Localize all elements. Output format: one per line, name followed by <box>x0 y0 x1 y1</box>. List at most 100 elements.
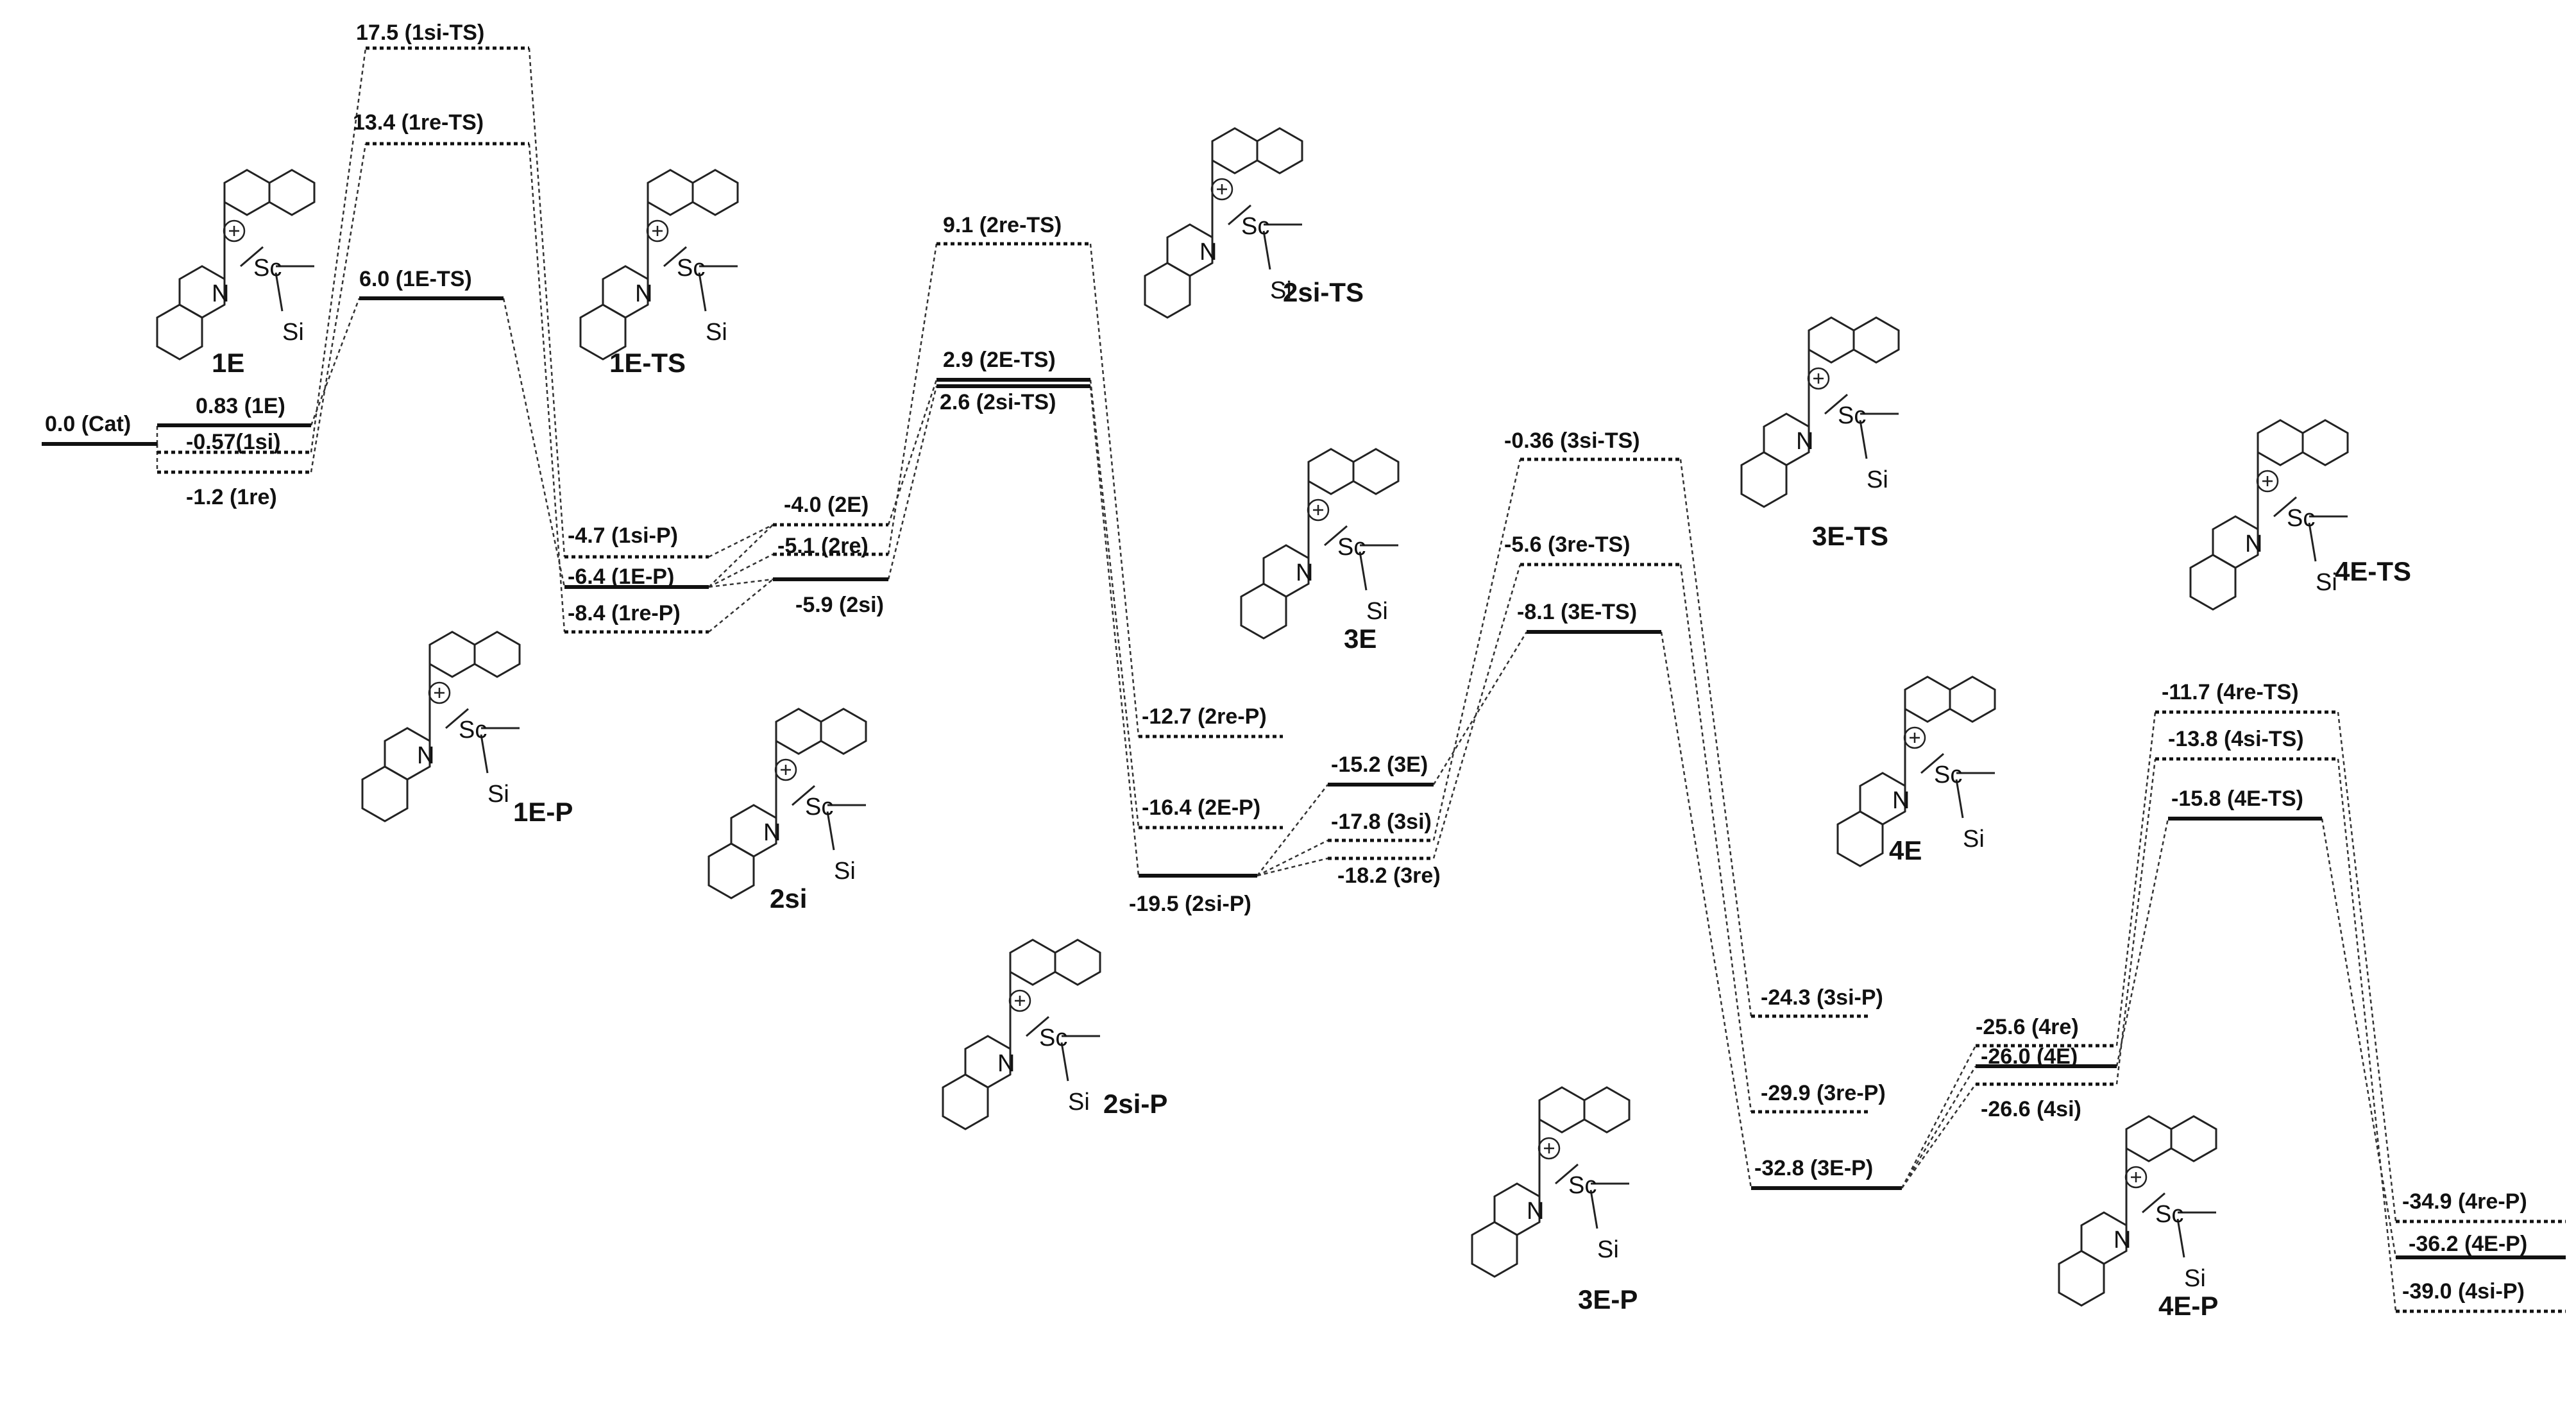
energy-level-label: 9.1 (2re-TS) <box>943 213 1062 237</box>
energy-level-label: 0.83 (1E) <box>196 394 285 418</box>
structure-label: 3E-TS <box>1812 521 1888 551</box>
nitrogen-atom: N <box>1296 559 1313 586</box>
nitrogen-atom: N <box>2114 1227 2131 1254</box>
scandium-atom: Sc <box>2287 505 2315 532</box>
silicon-atom: Si <box>2184 1265 2206 1292</box>
scandium-atom: Sc <box>1337 534 1366 561</box>
structure-label: 1E-TS <box>609 348 686 378</box>
silicon-atom: Si <box>282 319 304 346</box>
connector-line <box>528 47 566 557</box>
energy-level-label: -11.7 (4re-TS) <box>2162 680 2299 704</box>
structure-label: 2si <box>770 883 807 914</box>
energy-level-label: 13.4 (1re-TS) <box>353 110 484 135</box>
energy-level-label: -5.1 (2re) <box>777 534 869 558</box>
connector-line <box>887 379 938 525</box>
silicon-atom: Si <box>1270 277 1292 304</box>
nitrogen-atom: N <box>2245 531 2262 557</box>
connector-line <box>1257 857 1328 877</box>
structure-label: 2si-P <box>1103 1089 1167 1119</box>
structure-4E: ScN Si <box>1836 676 1996 867</box>
energy-level-label: -0.57(1si) <box>186 430 280 454</box>
scandium-atom: Sc <box>1241 213 1269 240</box>
scandium-atom: Sc <box>1568 1172 1597 1199</box>
connector-line <box>1432 459 1521 841</box>
silicon-atom: Si <box>1366 598 1388 625</box>
energy-level-label: -8.4 (1re-P) <box>568 601 681 625</box>
energy-level-label: -0.36 (3si-TS) <box>1504 429 1640 453</box>
nitrogen-atom: N <box>635 280 652 307</box>
energy-level-label: -15.8 (4E-TS) <box>2171 787 2303 811</box>
connector-line <box>1679 459 1752 1017</box>
connector-line <box>708 578 774 588</box>
structure-label: 3E-P <box>1578 1284 1638 1314</box>
energy-level-label: -1.2 (1re) <box>186 485 277 509</box>
nitrogen-atom: N <box>997 1050 1015 1077</box>
silicon-atom: Si <box>706 319 727 346</box>
structure-1E-P: ScN Si <box>361 631 521 822</box>
connector-line <box>2115 711 2157 1046</box>
connector-line <box>2321 818 2397 1258</box>
nitrogen-atom: N <box>417 742 434 769</box>
structure-label: 4E <box>1889 835 1922 865</box>
connector-lines <box>156 47 2397 1312</box>
connector-line <box>528 143 566 633</box>
energy-level-label: -26.0 (4E) <box>1981 1044 2078 1069</box>
scandium-atom: Sc <box>1934 761 1962 788</box>
silicon-atom: Si <box>487 781 509 808</box>
nitrogen-atom: N <box>1892 787 1910 814</box>
connector-line <box>1432 564 1521 859</box>
connector-line <box>1089 379 1140 828</box>
nitrogen-atom: N <box>212 280 229 307</box>
energy-level-label: -5.9 (2si) <box>795 593 884 617</box>
energy-levels: 0.0 (Cat)0.83 (1E)-0.57(1si)-1.2 (1re)17… <box>42 21 2566 1313</box>
energy-level-label: -39.0 (4si-P) <box>2402 1279 2525 1304</box>
structure-label: 4E-TS <box>2335 556 2411 586</box>
energy-level-label: -25.6 (4re) <box>1976 1015 2079 1039</box>
connector-line <box>708 553 774 588</box>
scandium-atom: Sc <box>1039 1025 1067 1051</box>
energy-level-label: -19.5 (2si-P) <box>1129 892 1251 916</box>
energy-level-label: -26.6 (4si) <box>1981 1097 2081 1121</box>
scandium-atom: Sc <box>459 717 487 744</box>
energy-level-label: -34.9 (4re-P) <box>2402 1189 2527 1214</box>
energy-level-label: -36.2 (4E-P) <box>2409 1232 2527 1256</box>
scandium-atom: Sc <box>677 255 705 282</box>
connector-line <box>1089 243 1140 737</box>
connector-line <box>1679 564 1752 1112</box>
connector-line <box>2337 758 2397 1312</box>
connector-line <box>1257 784 1328 876</box>
nitrogen-atom: N <box>1527 1198 1544 1225</box>
connector-line <box>1901 1084 1977 1189</box>
silicon-atom: Si <box>1597 1236 1619 1263</box>
silicon-atom: Si <box>834 858 856 885</box>
silicon-atom: Si <box>1963 826 1985 853</box>
energy-level-label: -17.8 (3si) <box>1331 810 1432 834</box>
energy-level-label: -6.4 (1E-P) <box>568 565 674 589</box>
structure-1E: ScN Si <box>156 169 316 361</box>
energy-level-label: 2.6 (2si-TS) <box>940 390 1056 414</box>
nitrogen-atom: N <box>763 819 781 846</box>
silicon-atom: Si <box>1867 466 1888 493</box>
energy-level-label: -8.1 (3E-TS) <box>1517 600 1637 624</box>
structure-3E: ScN Si <box>1240 448 1400 640</box>
energy-level-label: 2.9 (2E-TS) <box>943 348 1056 372</box>
connector-line <box>2337 711 2397 1222</box>
connector-line <box>1257 839 1328 877</box>
connector-line <box>310 143 367 473</box>
energy-level-label: -32.8 (3E-P) <box>1754 1156 1873 1180</box>
connector-line <box>708 579 774 633</box>
energy-level-label: 6.0 (1E-TS) <box>359 267 472 291</box>
structure-label: 1E-P <box>513 797 573 827</box>
connector-line <box>1901 1045 1977 1189</box>
energy-level-label: -13.8 (4si-TS) <box>2168 727 2304 751</box>
connector-line <box>310 298 360 426</box>
connector-line <box>1432 631 1528 785</box>
connector-line <box>887 386 938 580</box>
energy-level-label: -12.7 (2re-P) <box>1142 704 1267 729</box>
scandium-atom: Sc <box>253 255 282 282</box>
